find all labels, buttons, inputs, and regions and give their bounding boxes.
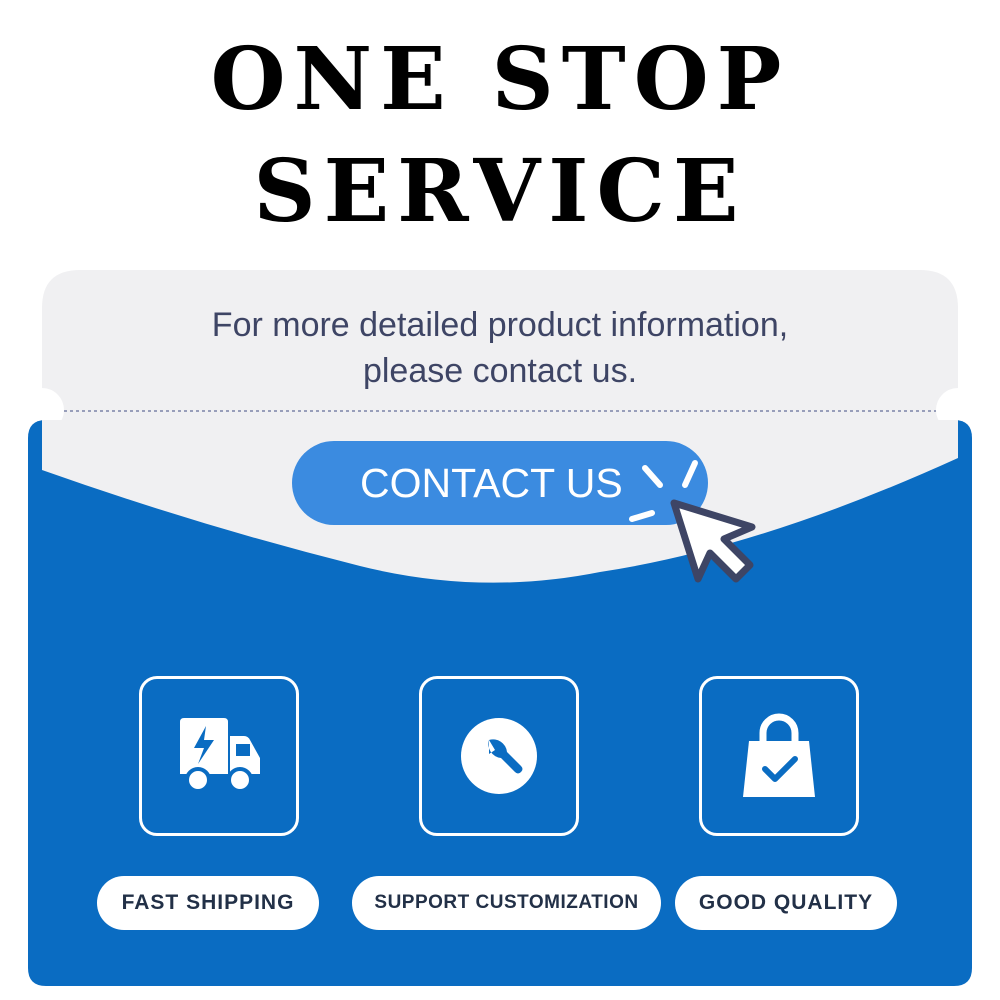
contact-us-button[interactable]: CONTACT US xyxy=(292,441,708,525)
feature-label-fast-shipping: FAST SHIPPING xyxy=(97,876,319,930)
feature-box-good-quality xyxy=(699,676,859,836)
page-title-line-1: ONE STOP xyxy=(210,29,790,130)
info-text-line-1: For more detailed product information, xyxy=(211,306,789,344)
feature-box-fast-shipping xyxy=(139,676,299,836)
feature-label-support-customization: SUPPORT CUSTOMIZATION xyxy=(352,876,661,930)
feature-label-good-quality: GOOD QUALITY xyxy=(675,876,897,930)
info-text-line-2: please contact us. xyxy=(362,352,638,390)
page-title-line-2: SERVICE xyxy=(253,141,747,242)
delivery-truck-icon xyxy=(180,718,260,793)
pointer-cursor-icon xyxy=(629,460,756,583)
feature-box-support-customization xyxy=(419,676,579,836)
wrench-icon xyxy=(461,718,537,794)
shopping-bag-check-icon xyxy=(743,713,815,797)
